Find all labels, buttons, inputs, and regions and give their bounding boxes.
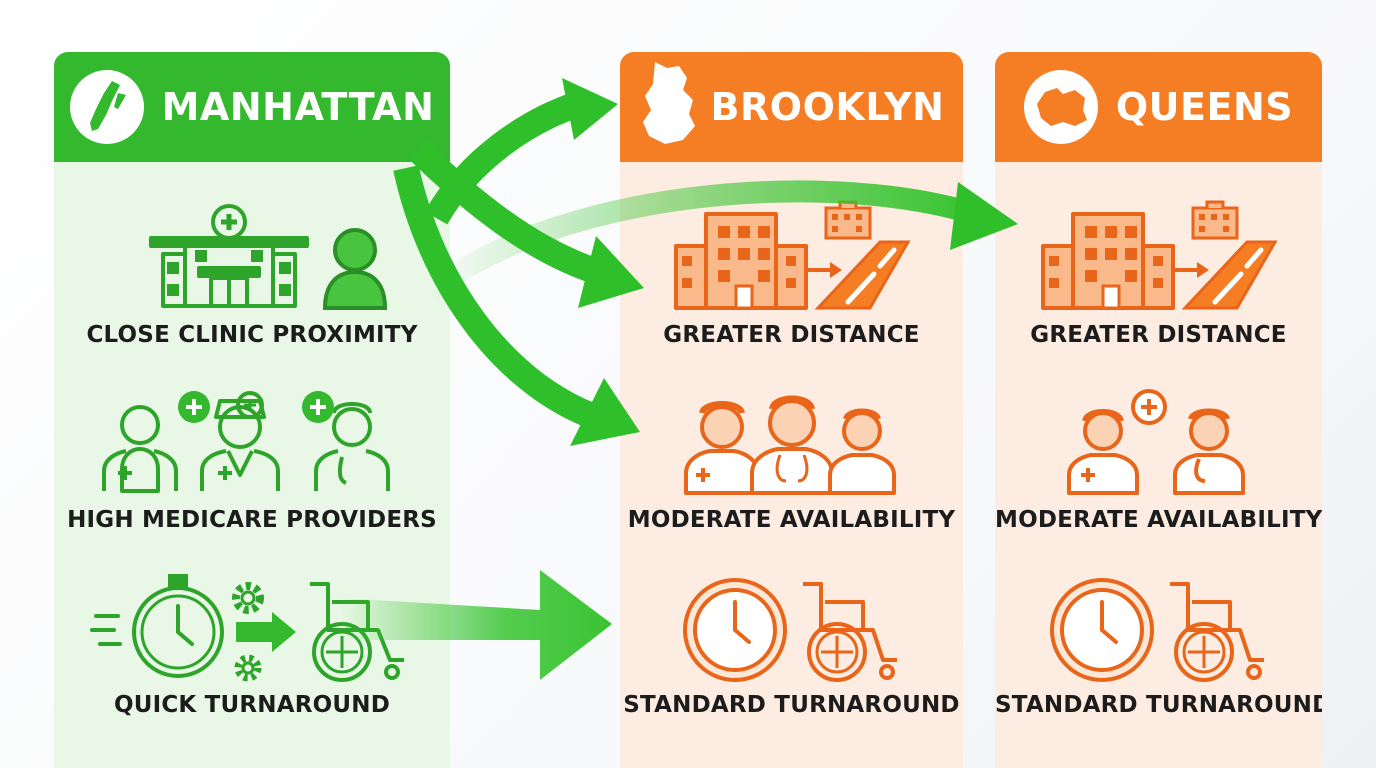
- manhattan-header: MANHATTAN: [54, 52, 450, 162]
- brooklyn-title: BROOKLYN: [710, 85, 945, 129]
- manhattan-row-3-label: QUICK TURNAROUND: [113, 692, 391, 718]
- brooklyn-turnaround-cell: STANDARD TURNAROUND: [620, 572, 963, 718]
- standard-turnaround-icon: [682, 578, 897, 682]
- brooklyn-header: BROOKLYN: [620, 52, 963, 162]
- distance-road-icon: [1040, 200, 1278, 310]
- queens-row-2-label: MODERATE AVAILABILITY: [995, 507, 1322, 533]
- queens-row-3-label: STANDARD TURNAROUND: [995, 692, 1322, 718]
- medical-staff-icon: [102, 391, 390, 493]
- manhattan-turnaround-cell: QUICK TURNAROUND: [54, 572, 450, 718]
- manhattan-title: MANHATTAN: [161, 85, 435, 129]
- manhattan-row-2-label: HIGH MEDICARE PROVIDERS: [67, 507, 437, 533]
- wheelchair-icon: [1169, 582, 1264, 682]
- manhattan-column: MANHATTAN C: [54, 52, 450, 768]
- manhattan-providers-cell: HIGH MEDICARE PROVIDERS: [54, 387, 450, 533]
- wheelchair-icon: [310, 582, 404, 682]
- arrow-to-brooklyn-header: [424, 78, 618, 225]
- arrow-right-icon: [803, 262, 842, 278]
- medical-staff-icon: [683, 395, 896, 495]
- queens-distance-cell: GREATER DISTANCE: [995, 200, 1322, 348]
- medical-staff-icon: [1066, 389, 1245, 495]
- manhattan-row-1-label: CLOSE CLINIC PROXIMITY: [86, 322, 418, 348]
- brooklyn-column: BROOKLYN GRE: [620, 52, 963, 768]
- standard-turnaround-icon: [1049, 578, 1264, 682]
- queens-turnaround-cell: STANDARD TURNAROUND: [995, 572, 1322, 718]
- arrow-right-icon: [236, 612, 296, 652]
- queens-providers-cell: MODERATE AVAILABILITY: [995, 387, 1322, 533]
- distance-road-icon: [673, 200, 911, 310]
- fast-turnaround-icon: [90, 574, 404, 682]
- patient-avatar-icon: [322, 228, 388, 310]
- arrow-right-icon: [1170, 262, 1209, 278]
- queens-row-1-label: GREATER DISTANCE: [1030, 322, 1287, 348]
- clinic-building-icon: [149, 204, 388, 310]
- gear-icon: [232, 582, 264, 682]
- queens-title: QUEENS: [1115, 85, 1294, 129]
- manhattan-map-icon: [69, 70, 144, 144]
- queens-column: QUEENS GREAT: [995, 52, 1322, 768]
- queens-map-icon: [1023, 70, 1098, 144]
- brooklyn-row-2-label: MODERATE AVAILABILITY: [627, 507, 956, 533]
- brooklyn-providers-cell: MODERATE AVAILABILITY: [620, 387, 963, 533]
- brooklyn-map-icon: [639, 60, 697, 155]
- brooklyn-distance-cell: GREATER DISTANCE: [620, 200, 963, 348]
- brooklyn-row-1-label: GREATER DISTANCE: [663, 322, 920, 348]
- queens-header: QUEENS: [995, 52, 1322, 162]
- wheelchair-icon: [802, 582, 897, 682]
- arrow-to-brooklyn-distance: [408, 140, 644, 308]
- manhattan-proximity-cell: CLOSE CLINIC PROXIMITY: [54, 202, 450, 348]
- brooklyn-row-3-label: STANDARD TURNAROUND: [623, 692, 960, 718]
